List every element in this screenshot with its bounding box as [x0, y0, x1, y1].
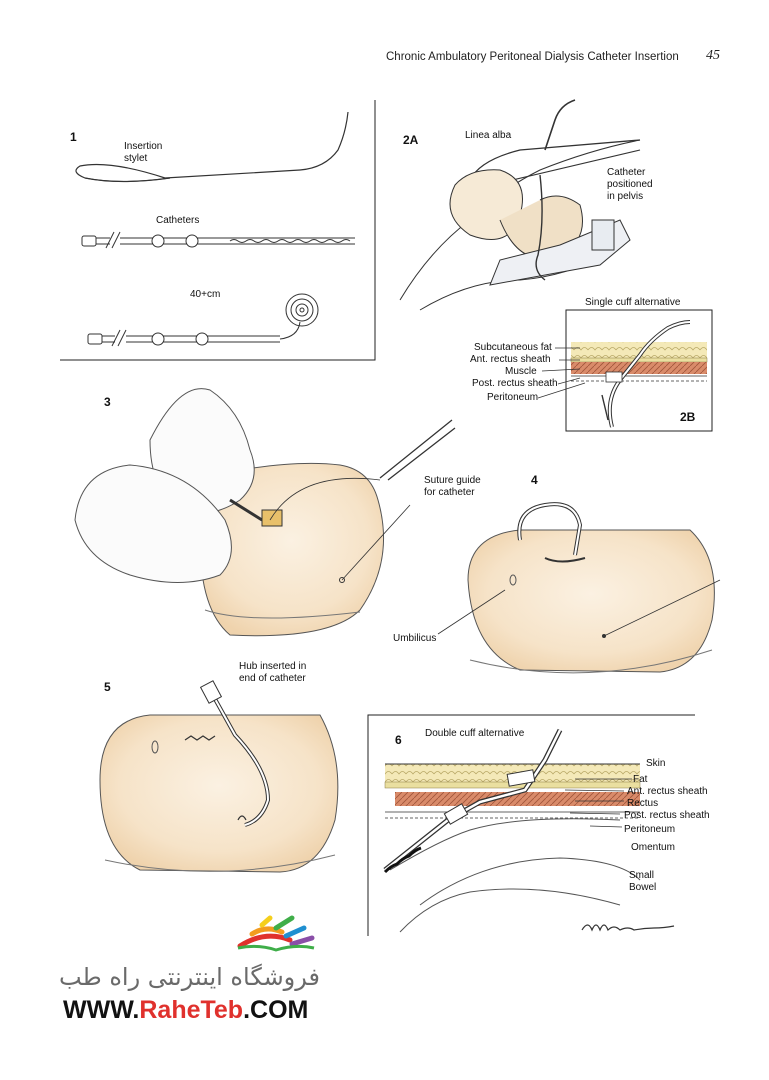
figure-1-number: 1 [70, 130, 77, 144]
layer-subcutaneous-fat: Subcutaneous fat [474, 342, 552, 353]
suture-guide-line2: for catheter [424, 487, 475, 498]
catheter-label-line1: Catheter [607, 167, 646, 178]
layer-ant-rectus-sheath: Ant. rectus sheath [470, 354, 551, 365]
raheteb-logo-icon [237, 915, 315, 952]
catheter-label-line3: in pelvis [607, 191, 644, 202]
catheter-coiled-drawing [87, 293, 319, 347]
single-cuff-layers-drawing [570, 320, 708, 428]
figure-4-number: 4 [531, 473, 538, 487]
page-number: 45 [706, 48, 720, 63]
double-cuff-title: Double cuff alternative [425, 728, 525, 739]
figure-3-number: 3 [104, 395, 111, 409]
watermark-brand: RaheTeb [139, 996, 244, 1024]
layer-skin: Skin [646, 758, 666, 769]
suture-guide-line1: Suture guide [424, 475, 481, 486]
figure-5-number: 5 [104, 680, 111, 694]
abdomen-fig3-drawing [74, 388, 456, 637]
layer-small: Small [629, 870, 655, 881]
stylet-label-line2: stylet [124, 153, 148, 164]
layer-ant-rectus-sheath-6: Ant. rectus sheath [627, 786, 708, 797]
pelvis-cross-section-drawing [399, 99, 641, 311]
signature-drawing [581, 924, 675, 932]
watermark-prefix: WWW. [63, 996, 140, 1024]
single-cuff-leader-lines [537, 347, 586, 399]
abdomen-fig5-drawing [99, 680, 339, 873]
figure-frame-2b [565, 309, 713, 432]
watermark-url[interactable]: WWW.RaheTeb.COM [63, 996, 308, 1025]
catheters-label: Catheters [156, 215, 200, 226]
layer-omentum: Omentum [631, 842, 675, 853]
figure-frame-6 [367, 714, 695, 936]
layer-peritoneum-6: Peritoneum [624, 824, 676, 835]
figure-2a-number: 2A [403, 133, 419, 147]
stylet-label-line1: Insertion [124, 141, 163, 152]
linea-alba-label: Linea alba [465, 130, 512, 141]
figure-6-number: 6 [395, 733, 402, 747]
layer-post-rectus-sheath-6: Post. rectus sheath [624, 810, 710, 821]
running-title: Chronic Ambulatory Peritoneal Dialysis C… [386, 51, 679, 63]
layer-fat: Fat [633, 774, 648, 785]
hub-label-line1: Hub inserted in [239, 661, 307, 672]
layer-rectus: Rectus [627, 798, 659, 809]
insertion-stylet-drawing [75, 111, 349, 183]
umbilicus-label: Umbilicus [393, 633, 437, 644]
length-label: 40+cm [190, 289, 221, 300]
double-cuff-leader-lines [560, 763, 640, 828]
figure-frame-1 [60, 100, 376, 361]
watermark-persian: فروشگاه اینترنتی راه طب [59, 963, 320, 991]
figure-2b-number: 2B [680, 410, 696, 424]
layer-muscle: Muscle [505, 366, 537, 377]
layer-peritoneum: Peritoneum [487, 392, 539, 403]
layer-bowel: Bowel [629, 882, 657, 893]
layer-post-rectus-sheath: Post. rectus sheath [472, 378, 558, 389]
single-cuff-title: Single cuff alternative [585, 297, 681, 308]
catheter-straight-drawing [81, 231, 355, 249]
hub-label-line2: end of catheter [239, 673, 306, 684]
double-cuff-layers-drawing [383, 728, 641, 933]
catheter-label-line2: positioned [607, 179, 653, 190]
watermark-suffix: .COM [243, 996, 309, 1024]
abdomen-fig4-drawing [437, 502, 721, 674]
